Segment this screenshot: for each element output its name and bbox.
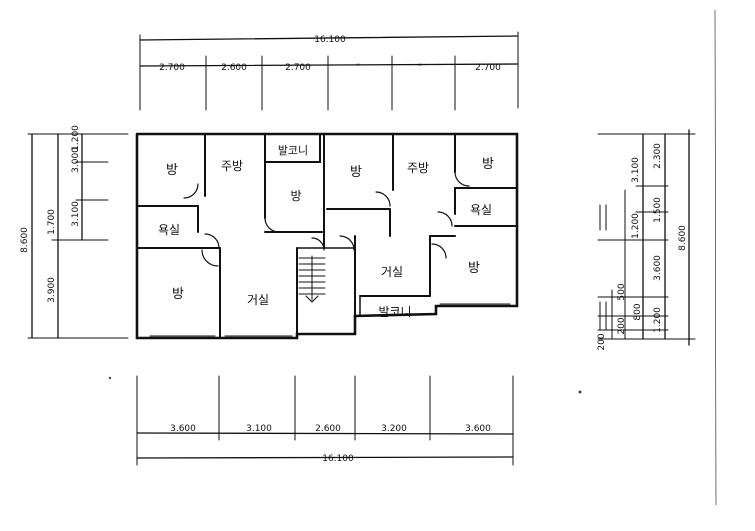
- door-swings: [183, 171, 470, 267]
- section-dimensions: 8.600 2.300 1.500 3.600 1.200 3.100 1.20…: [597, 129, 696, 351]
- bottom-dimension-chain: 3.600 3.100 2.600 3.200 3.600 16.100: [136, 375, 514, 466]
- sketch-marks: [108, 9, 717, 506]
- top-dim-3: 2.700: [285, 63, 311, 73]
- left-dim-inner-1: 1.200: [71, 125, 81, 151]
- room-label-kitchen-left: 주방: [221, 159, 243, 173]
- section-dim-8: 800: [633, 303, 643, 320]
- left-total-dim: 8.600: [20, 227, 30, 253]
- bottom-dim-1: 3.600: [170, 424, 196, 434]
- room-label-balcony-bottom: 발코니: [378, 305, 411, 319]
- top-dim-6: 2.700: [475, 63, 501, 73]
- bottom-dim-5: 3.600: [465, 424, 491, 434]
- bottom-dim-3: 2.600: [315, 424, 341, 434]
- section-dim-7: 500: [617, 283, 627, 300]
- room-label-living-left: 거실: [247, 293, 269, 307]
- section-dim-5: 3.100: [631, 157, 641, 183]
- room-label-bedroom-top-left: 방: [166, 163, 178, 178]
- room-label-bedroom-bottom-left: 방: [172, 287, 184, 302]
- left-dim-lower: 3.900: [47, 277, 57, 303]
- top-dim-4: “: [356, 63, 361, 73]
- floor-plan-walls: [135, 132, 519, 340]
- section-dim-2: 1.500: [653, 197, 663, 223]
- room-label-bedroom-top-center: 방: [350, 165, 362, 180]
- room-labels: 방 주방 발코니 방 방 주방 방 욕실 욕실 방 거실 거실 방 발코니: [158, 144, 494, 319]
- top-total-dim: 16.100: [314, 35, 346, 45]
- room-label-balcony-top: 발코니: [278, 144, 308, 157]
- section-total-dim: 8.600: [678, 225, 688, 251]
- section-dim-3: 3.600: [653, 255, 663, 281]
- room-label-kitchen-right: 주방: [407, 161, 429, 175]
- left-dimension-chain: 8.600 1.700 3.900 1.200 3.000 3.100: [20, 125, 129, 339]
- room-label-bath-right: 욕실: [470, 203, 492, 217]
- section-dim-6: 1.200: [631, 213, 641, 239]
- top-dim-1: 2.700: [159, 63, 185, 73]
- section-dim-9: 200: [617, 317, 627, 334]
- left-dim-upper: 1.700: [47, 209, 57, 235]
- section-dim-4: 1.200: [653, 307, 663, 333]
- bottom-total-dim: 16.100: [322, 454, 354, 464]
- section-dim-1: 2.300: [653, 143, 663, 169]
- top-dim-2: 2.600: [221, 63, 247, 73]
- bottom-dim-2: 3.100: [246, 424, 272, 434]
- room-label-bedroom-bottom-right: 방: [468, 261, 480, 276]
- left-dim-inner-2: 3.000: [71, 147, 81, 173]
- room-label-living-right: 거실: [381, 265, 403, 279]
- bottom-dim-4: 3.200: [381, 424, 407, 434]
- room-label-bedroom-top-right: 방: [482, 157, 494, 172]
- top-dim-5: “: [418, 63, 423, 73]
- top-dimension-chain: 16.100 2.700 2.600 2.700 “ “ 2.700: [139, 31, 519, 111]
- left-dim-inner-3: 3.100: [71, 201, 81, 227]
- room-label-bath-left: 욕실: [158, 223, 180, 237]
- room-label-bedroom-small: 방: [290, 189, 301, 203]
- section-dim-10: 200: [597, 333, 607, 350]
